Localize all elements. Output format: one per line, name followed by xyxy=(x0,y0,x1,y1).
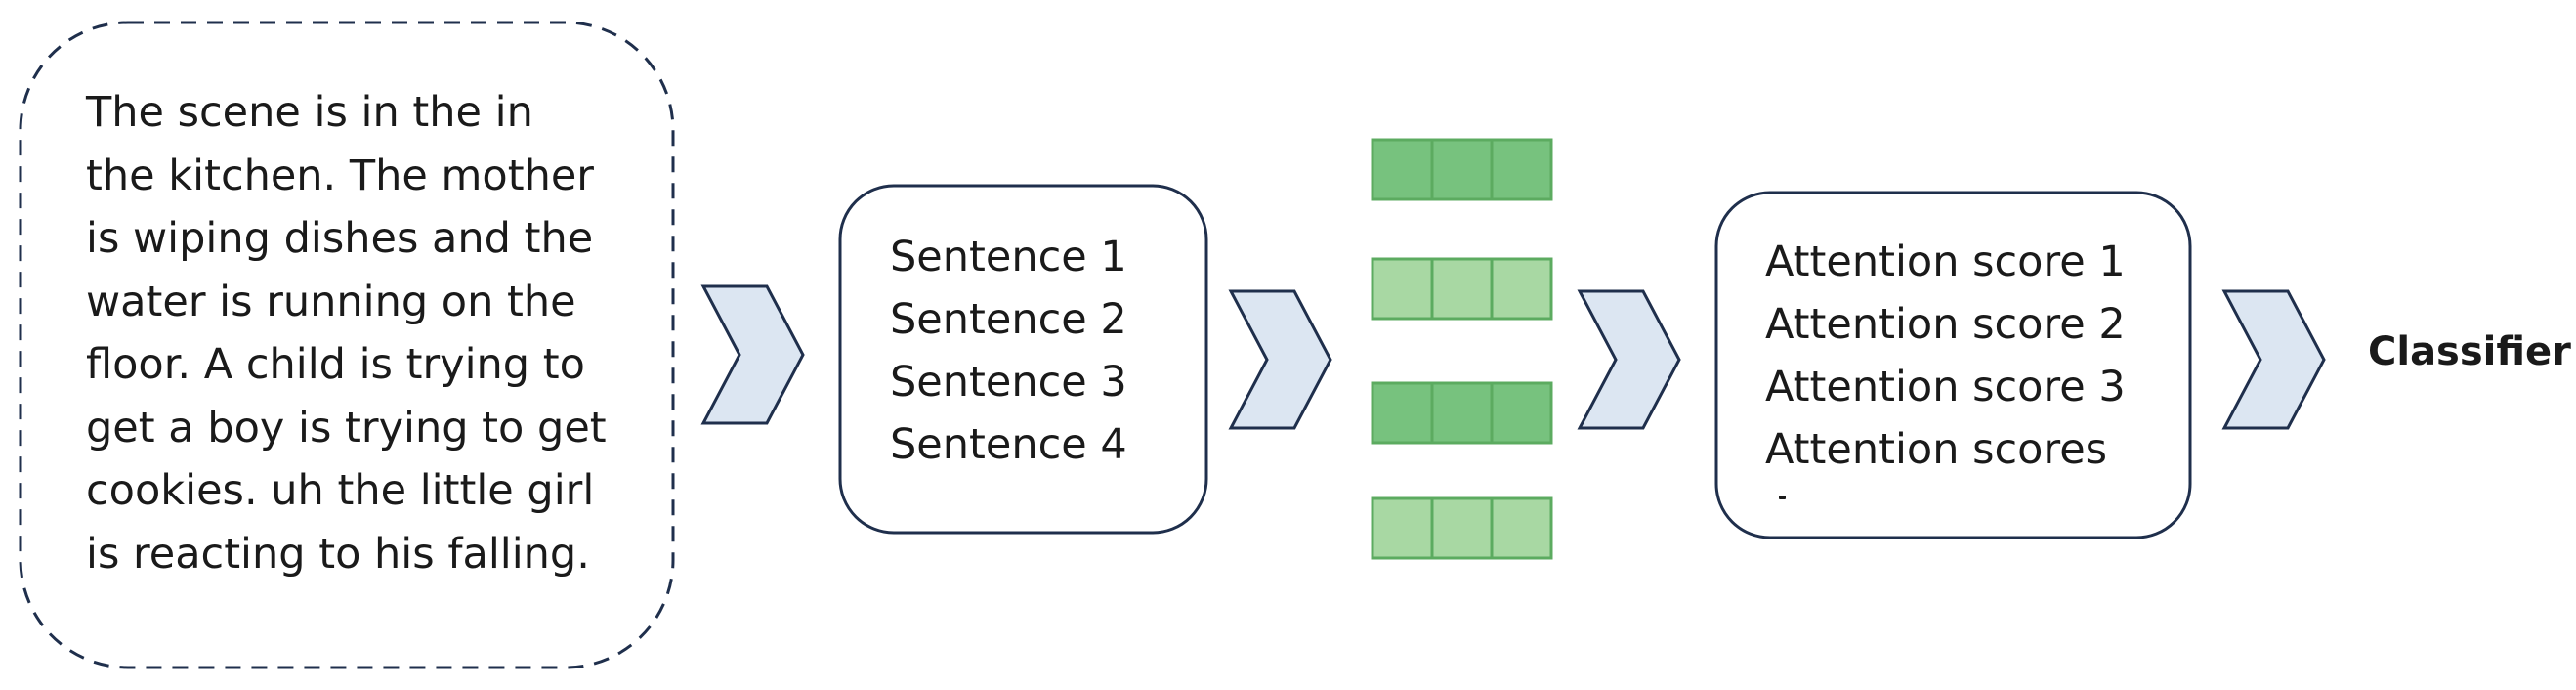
transcript-line: The scene is in the in xyxy=(86,88,533,137)
chevron-arrow-icon-4 xyxy=(2221,289,2326,430)
embedding-cell-row1-col2 xyxy=(1430,138,1494,201)
embedding-cell-row3-col3 xyxy=(1490,381,1553,445)
attention-box xyxy=(1714,191,2192,539)
chevron-arrow-icon-3 xyxy=(1577,289,1681,430)
transcript-line: get a boy is trying to get xyxy=(86,403,607,453)
transcript-line: floor. A child is trying to xyxy=(86,340,585,389)
sentence-item-3: Sentence 3 xyxy=(890,358,1127,407)
sentence-item-2: Sentence 2 xyxy=(890,295,1127,344)
sentences-box xyxy=(838,184,1208,535)
embedding-cell-row1-col1 xyxy=(1371,138,1434,201)
transcript-line: is reacting to his falling. xyxy=(86,529,590,579)
embedding-cell-row4-col3 xyxy=(1490,496,1553,560)
transcript-line: cookies. uh the little girl xyxy=(86,466,595,515)
embedding-cell-row3-col2 xyxy=(1430,381,1494,445)
embedding-cell-row4-col1 xyxy=(1371,496,1434,560)
transcript-line: water is running on the xyxy=(86,277,576,326)
attention-score-item-1: Attention score 1 xyxy=(1765,237,2126,286)
embedding-cell-row2-col1 xyxy=(1371,257,1434,321)
embedding-cell-row2-col3 xyxy=(1490,257,1553,321)
embedding-cell-row3-col1 xyxy=(1371,381,1434,445)
embedding-cell-row1-col3 xyxy=(1490,138,1553,201)
embedding-cell-row2-col2 xyxy=(1430,257,1494,321)
clipped-text-fragment xyxy=(1779,496,1786,499)
transcript-text: The scene is in the in the kitchen. The … xyxy=(86,81,633,585)
sentence-item-4: Sentence 4 xyxy=(890,420,1127,469)
attention-score-list: Attention score 1 Attention score 2 Atte… xyxy=(1765,231,2126,481)
classifier-label: Classifier xyxy=(2368,329,2571,374)
attention-score-item-4: Attention scores xyxy=(1765,425,2108,474)
sentence-item-1: Sentence 1 xyxy=(890,233,1127,281)
chevron-arrow-icon-2 xyxy=(1228,289,1332,430)
transcript-line: is wiping dishes and the xyxy=(86,214,594,263)
sentence-list: Sentence 1 Sentence 2 Sentence 3 Sentenc… xyxy=(890,226,1127,476)
embedding-cell-row4-col2 xyxy=(1430,496,1494,560)
attention-score-item-3: Attention score 3 xyxy=(1765,363,2126,411)
attention-score-item-2: Attention score 2 xyxy=(1765,300,2126,349)
sentence-embeddings xyxy=(1371,138,1553,560)
transcript-line: the kitchen. The mother xyxy=(86,151,594,200)
chevron-arrow-icon-1 xyxy=(700,284,805,425)
transcript-box xyxy=(19,21,675,669)
